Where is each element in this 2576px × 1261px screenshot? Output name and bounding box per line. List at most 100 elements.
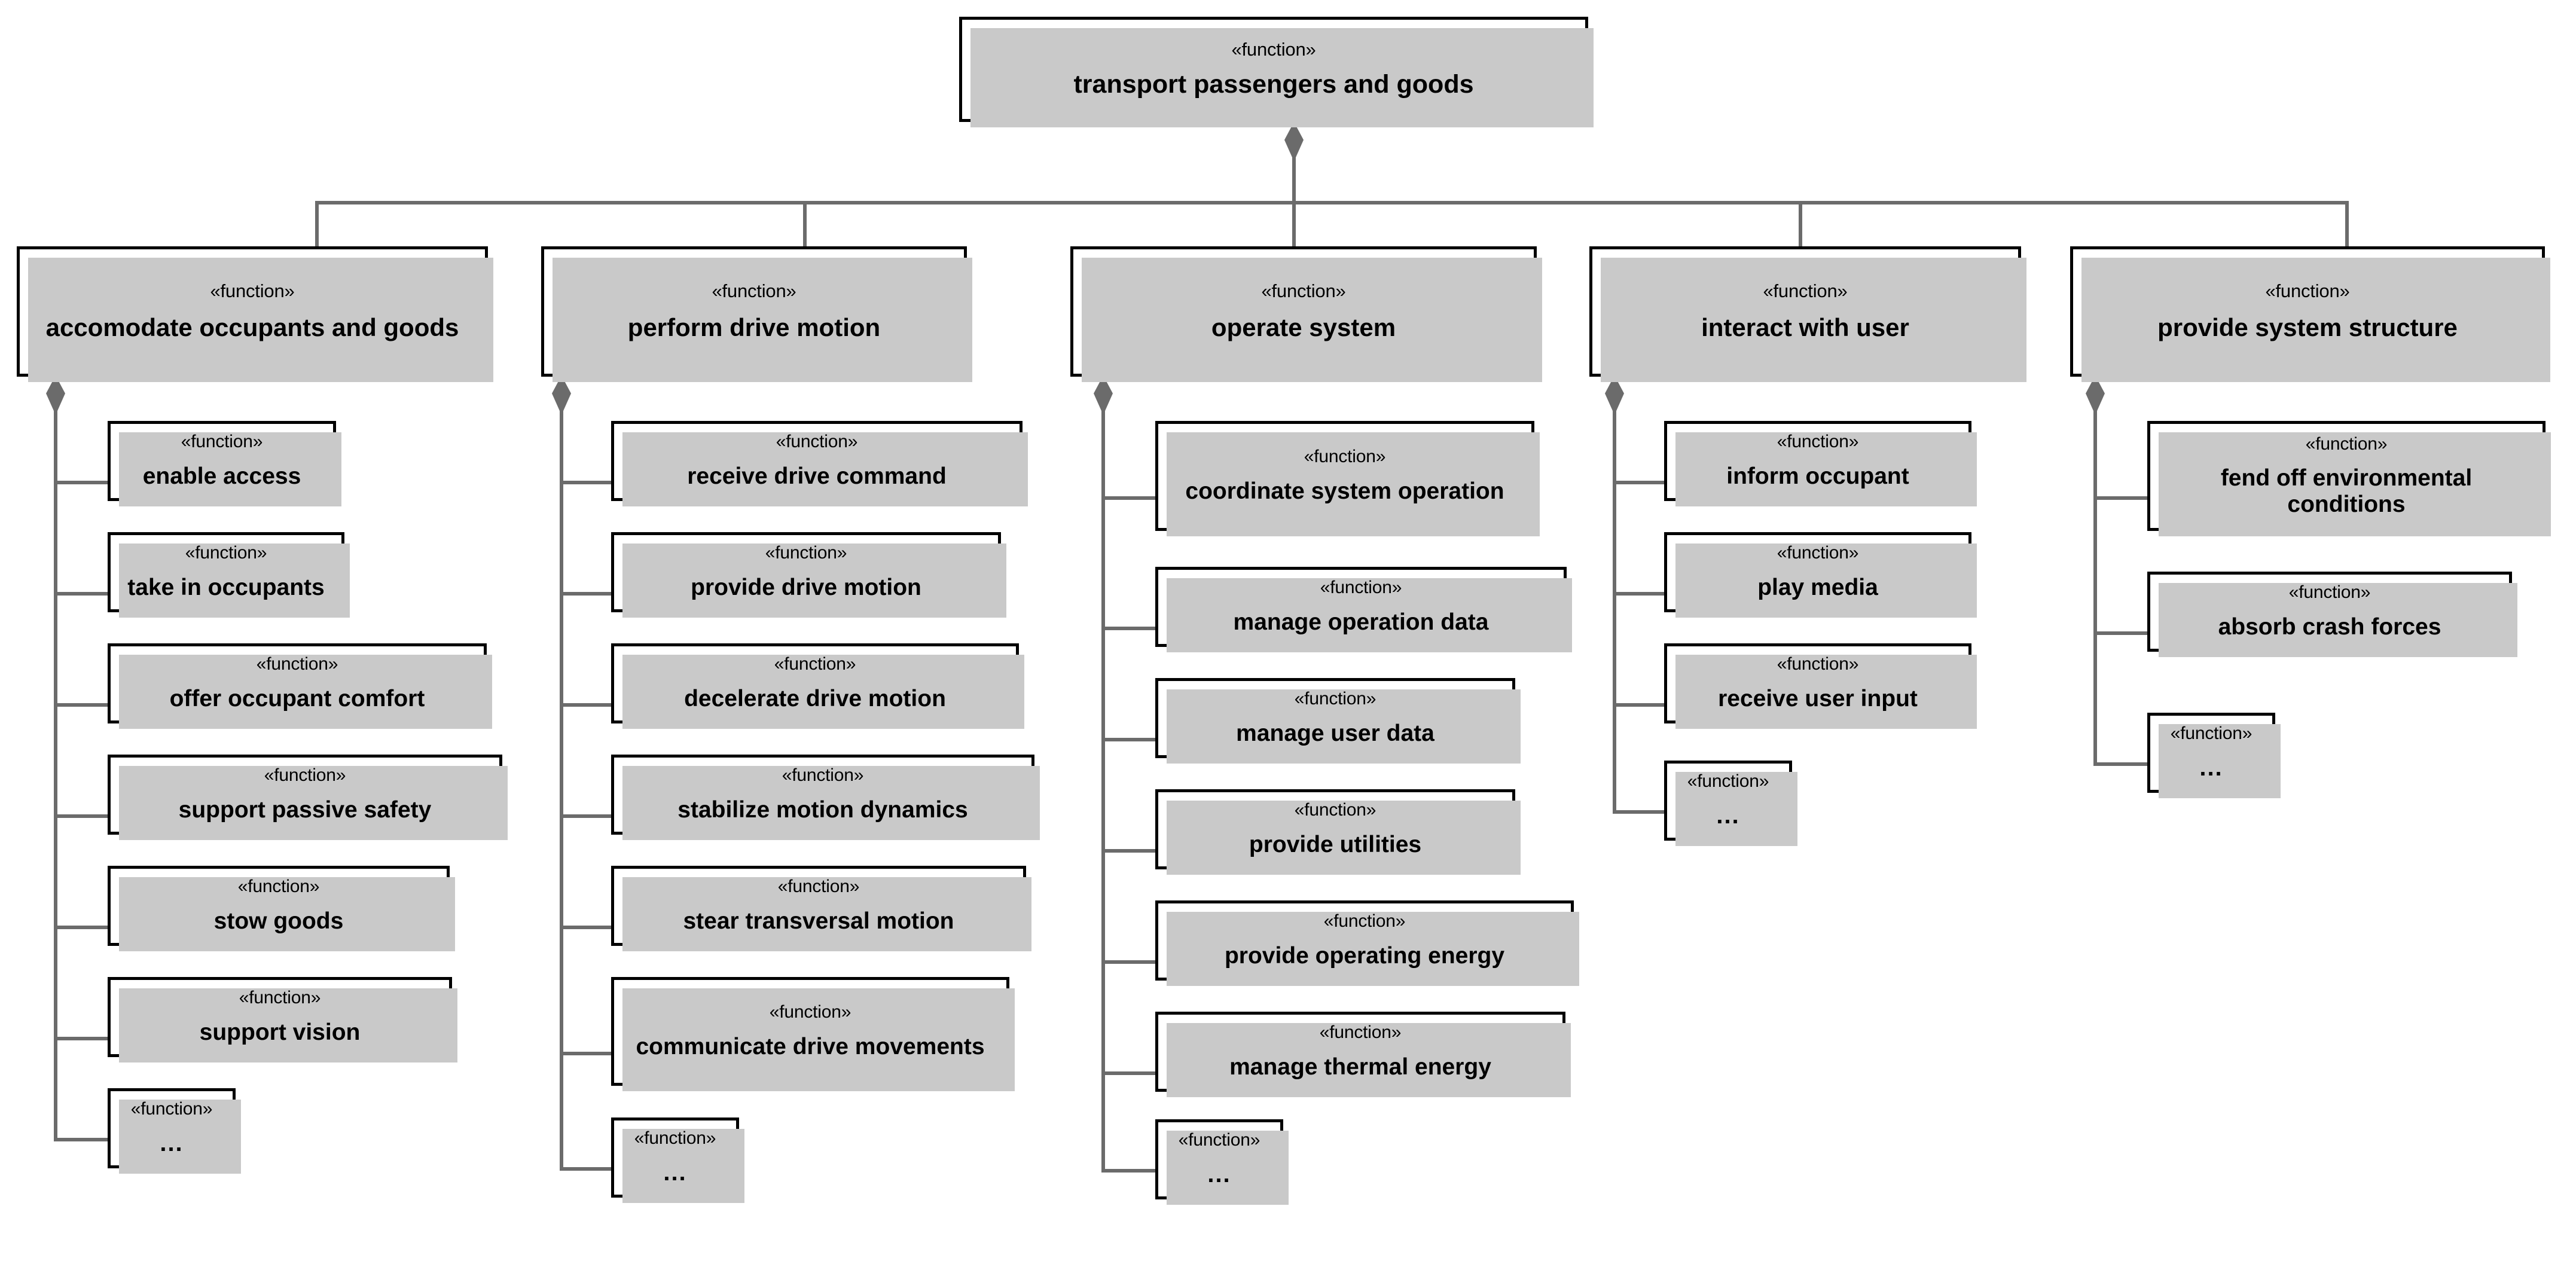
node-provide-system-structure[interactable]: «function» provide system structure: [2070, 246, 2550, 382]
box-shadow: [1167, 1131, 1289, 1205]
stereotype-label: «function»: [237, 877, 320, 897]
box-shadow: [119, 655, 492, 729]
connector-branch-3-child-6: [1101, 1071, 1158, 1075]
node-name: accomodate occupants and goods: [45, 313, 459, 341]
stereotype-label: «function»: [239, 988, 321, 1008]
box-shadow: [622, 1129, 744, 1203]
connector-branch-3-child-4: [1101, 849, 1158, 853]
node-name: take in occupants: [127, 574, 325, 600]
node-stear-transversal-motion[interactable]: «function» stear transversal motion: [611, 866, 1031, 951]
node-inform-occupant[interactable]: «function» inform occupant: [1664, 421, 1977, 506]
node-name: play media: [1757, 574, 1878, 600]
node-provide-drive-motion[interactable]: «function» provide drive motion: [611, 532, 1006, 618]
connector-branch-4-child-4: [1613, 810, 1667, 814]
box-shadow: [119, 544, 350, 618]
stereotype-label: «function»: [1777, 543, 1859, 563]
box-shadow: [2159, 724, 2281, 798]
box-shadow: [622, 766, 1040, 840]
node-manage-thermal-energy[interactable]: «function» manage thermal energy: [1155, 1012, 1571, 1097]
stereotype-label: «function»: [1261, 280, 1346, 302]
node-take-in-occupants[interactable]: «function» take in occupants: [108, 532, 350, 618]
node-communicate-drive-movements[interactable]: «function» communicate drive movements: [611, 977, 1015, 1091]
box-shadow: [28, 258, 493, 382]
node-fend-off-environmental-conditions[interactable]: «function» fend off environmental condit…: [2147, 421, 2551, 536]
connector-root-trunk: [1292, 139, 1296, 204]
node-accomodate-occupants-and-goods[interactable]: «function» accomodate occupants and good…: [17, 246, 493, 382]
node-offer-occupant-comfort[interactable]: «function» offer occupant comfort: [108, 643, 492, 729]
node-name: stabilize motion dynamics: [677, 796, 968, 823]
connector-branch-2-child-5: [560, 926, 614, 929]
box-shadow: [970, 28, 1594, 127]
node-perform-drive-motion[interactable]: «function» perform drive motion: [541, 246, 972, 382]
stereotype-label: «function»: [1231, 38, 1316, 60]
node-coordinate-system-operation[interactable]: «function» coordinate system operation: [1155, 421, 1540, 536]
box-shadow: [622, 988, 1015, 1091]
node-more-operate-system[interactable]: «function» ...: [1155, 1119, 1289, 1205]
node-decelerate-drive-motion[interactable]: «function» decelerate drive motion: [611, 643, 1024, 729]
connector-trunk-branch-5: [2093, 393, 2097, 764]
node-absorb-crash-forces[interactable]: «function» absorb crash forces: [2147, 572, 2517, 657]
box-shadow: [119, 1100, 241, 1174]
node-more-provide-system-structure[interactable]: «function» ...: [2147, 713, 2281, 798]
node-name: receive user input: [1718, 685, 1918, 712]
node-operate-system[interactable]: «function» operate system: [1070, 246, 1542, 382]
box-shadow: [1167, 578, 1572, 652]
stereotype-label: «function»: [264, 765, 346, 786]
stereotype-label: «function»: [1777, 432, 1859, 452]
connector-trunk-branch-4: [1613, 393, 1616, 812]
node-support-vision[interactable]: «function» support vision: [108, 977, 457, 1062]
box-shadow: [119, 766, 508, 840]
box-shadow: [119, 432, 341, 506]
box-shadow: [1675, 772, 1797, 846]
connector-trunk-branch-2: [560, 393, 563, 1169]
box-shadow: [622, 655, 1024, 729]
connector-branch-3-child-5: [1101, 960, 1158, 964]
connector-branch-1-child-4: [54, 814, 110, 818]
stereotype-label: «function»: [712, 280, 796, 302]
box-shadow: [1167, 912, 1579, 986]
connector-trunk-branch-3: [1101, 393, 1105, 1171]
node-receive-drive-command[interactable]: «function» receive drive command: [611, 421, 1028, 506]
node-more-accomodate[interactable]: «function» ...: [108, 1088, 241, 1174]
stereotype-label: «function»: [1323, 911, 1406, 932]
connector-branch-1-child-3: [54, 703, 110, 707]
box-shadow: [1675, 432, 1977, 506]
node-name: absorb crash forces: [2218, 613, 2441, 640]
node-enable-access[interactable]: «function» enable access: [108, 421, 341, 506]
box-shadow: [119, 988, 457, 1062]
connector-branch-1-child-6: [54, 1037, 110, 1040]
stereotype-label: «function»: [634, 1128, 716, 1148]
node-manage-user-data[interactable]: «function» manage user data: [1155, 678, 1521, 764]
stereotype-label: «function»: [2288, 582, 2371, 603]
box-shadow: [622, 877, 1031, 951]
node-support-passive-safety[interactable]: «function» support passive safety: [108, 755, 508, 840]
node-provide-operating-energy[interactable]: «function» provide operating energy: [1155, 900, 1579, 986]
connector-branch-3-child-3: [1101, 738, 1158, 741]
node-name: offer occupant comfort: [169, 685, 425, 712]
stereotype-label: «function»: [776, 432, 858, 452]
node-provide-utilities[interactable]: «function» provide utilities: [1155, 789, 1521, 875]
stereotype-label: «function»: [765, 543, 847, 563]
box-shadow: [622, 432, 1028, 506]
node-manage-operation-data[interactable]: «function» manage operation data: [1155, 567, 1572, 652]
node-stow-goods[interactable]: «function» stow goods: [108, 866, 455, 951]
connector-branch-3-child-2: [1101, 627, 1158, 630]
node-stabilize-motion-dynamics[interactable]: «function» stabilize motion dynamics: [611, 755, 1040, 840]
connector-branch-5-child-3: [2093, 762, 2150, 766]
stereotype-label: «function»: [1178, 1129, 1260, 1150]
node-more-interact-with-user[interactable]: «function» ...: [1664, 761, 1797, 846]
node-transport-passengers-and-goods[interactable]: «function» transport passengers and good…: [959, 17, 1594, 127]
box-shadow: [1167, 1023, 1571, 1097]
box-shadow: [1167, 689, 1521, 764]
connector-drop-5: [2345, 201, 2349, 250]
node-name: support vision: [199, 1019, 361, 1045]
connector-branch-5-child-1: [2093, 496, 2150, 500]
node-name: provide operating energy: [1224, 942, 1505, 969]
box-shadow: [553, 258, 972, 382]
node-interact-with-user[interactable]: «function» interact with user: [1589, 246, 2026, 382]
node-receive-user-input[interactable]: «function» receive user input: [1664, 643, 1977, 729]
node-play-media[interactable]: «function» play media: [1664, 532, 1977, 618]
connector-branch-2-child-6: [560, 1052, 614, 1055]
stereotype-label: «function»: [2305, 433, 2388, 454]
node-more-perform-drive-motion[interactable]: «function» ...: [611, 1118, 744, 1203]
